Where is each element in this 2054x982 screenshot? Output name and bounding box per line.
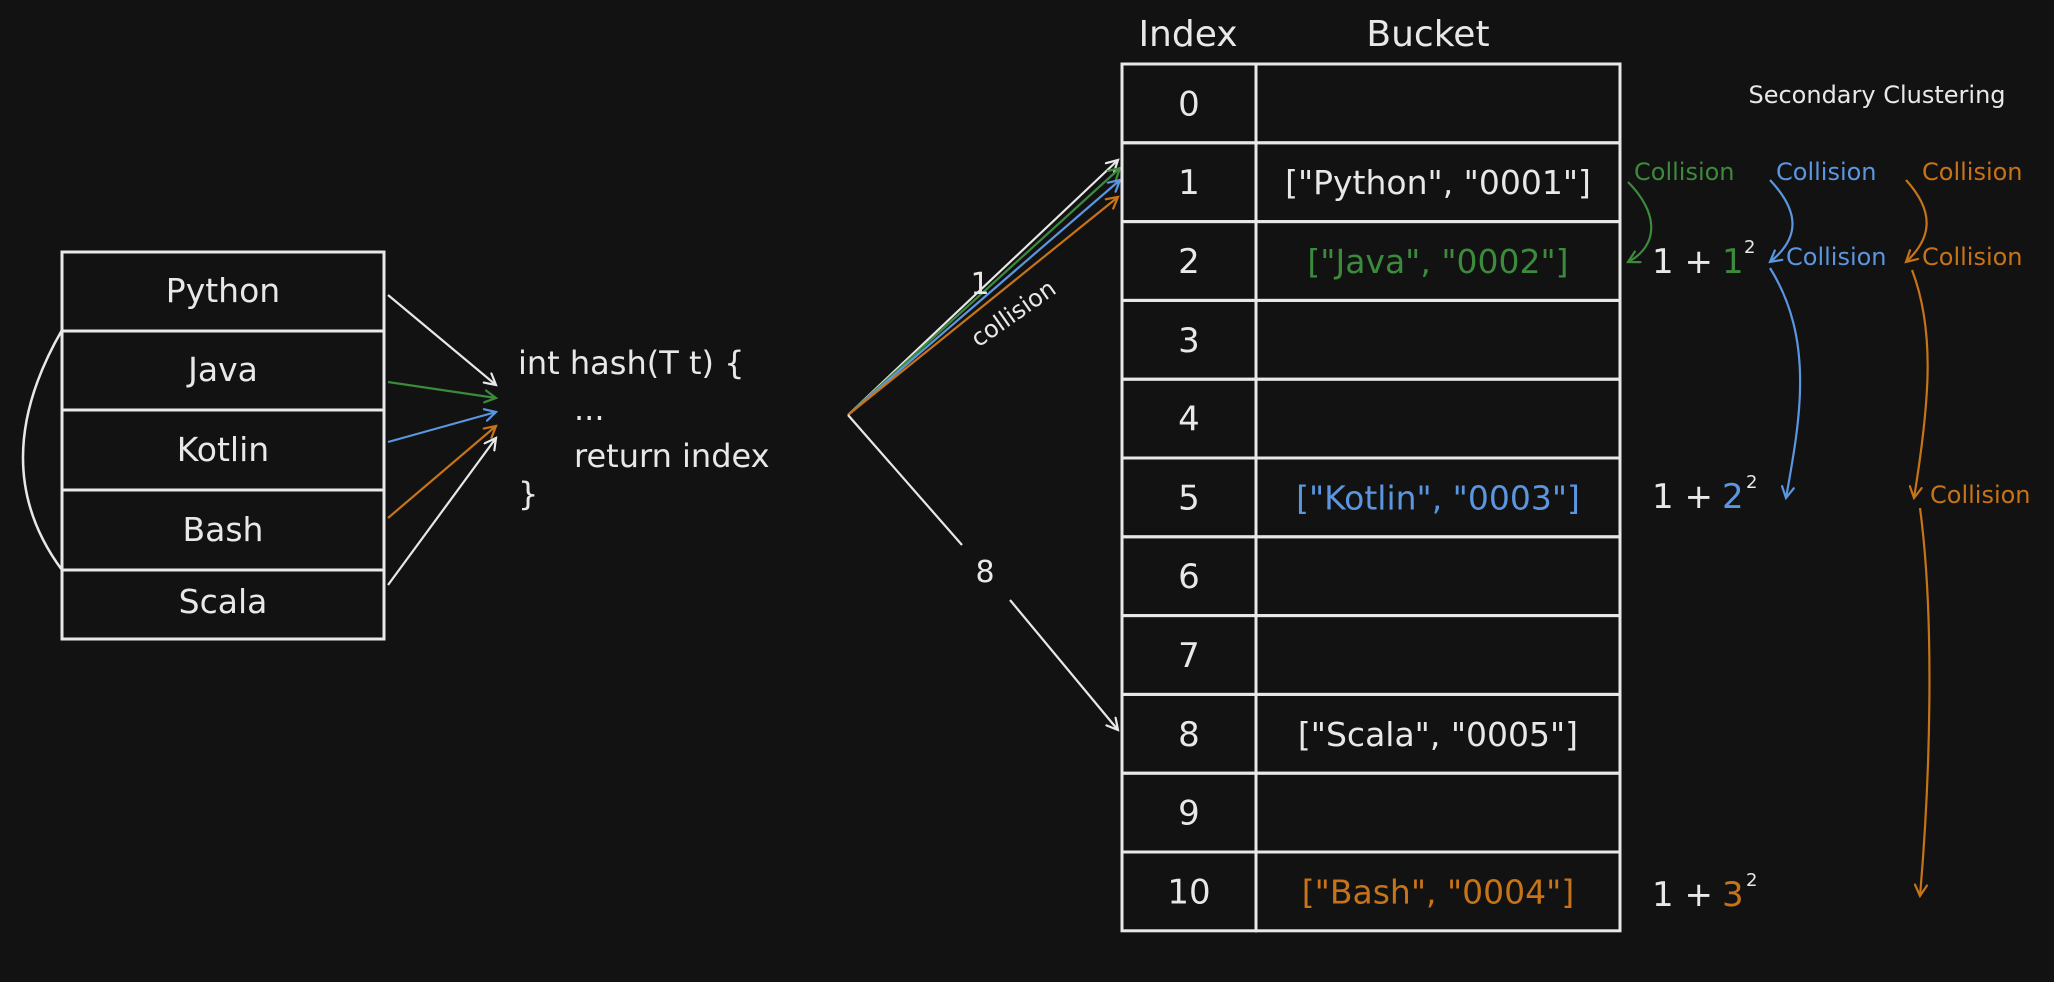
probe-arrow-orange-3 (1920, 507, 1931, 896)
probe-arrow-orange-1 (1906, 179, 1928, 262)
index-label: 10 (1167, 872, 1210, 912)
bucket-cell (1254, 850, 1622, 933)
probe-1-base: 1 + (1652, 242, 1713, 282)
bucket-cell (1254, 377, 1622, 460)
arrow-kotlin-to-hash (387, 412, 496, 444)
arrow-bash-to-hash (387, 426, 496, 519)
probe-formula-3: 1 + 3 2 (1652, 870, 1757, 915)
arrow-label-1: 1 (970, 267, 989, 302)
probe-arrow-blue-1 (1770, 179, 1794, 262)
table-row: 8 ["Scala", "0005"] (1120, 692, 1622, 775)
collision-blue-2: Collision (1786, 243, 1887, 271)
index-label: 3 (1178, 321, 1200, 361)
index-label: 6 (1178, 557, 1200, 597)
probe-arrow-green (1628, 181, 1653, 262)
table-row: 10 ["Bash", "0004"] (1120, 850, 1622, 933)
hash-to-table-arrows: 1 collision 8 (847, 160, 1120, 730)
arrow-python-to-hash (387, 294, 496, 385)
index-label: 9 (1178, 794, 1200, 834)
probe-3-exponent: 2 (1746, 870, 1757, 891)
probe-1-term: 1 (1722, 242, 1744, 282)
table-row: 5 ["Kotlin", "0003"] (1120, 456, 1622, 539)
collision-orange-1: Collision (1922, 158, 2023, 186)
bucket-header: Bucket (1366, 14, 1489, 55)
table-row: 7 (1120, 614, 1622, 696)
probe-2-base: 1 + (1652, 477, 1713, 517)
arrow-java-to-hash (387, 380, 496, 398)
key-scala: Scala (179, 582, 268, 621)
probe-1-exponent: 2 (1744, 237, 1755, 258)
index-label: 5 (1178, 478, 1200, 518)
keys-to-hash-arrows (387, 294, 496, 586)
probe-3-term: 3 (1722, 875, 1744, 915)
keys-grouping-bracket (21, 329, 64, 571)
probe-arrow-orange-2 (1912, 269, 1929, 498)
probe-arrow-blue-2 (1769, 267, 1802, 498)
table-row: 0 (1120, 62, 1622, 145)
arrow-hash-to-index-1 (847, 160, 1118, 416)
probe-formula-2: 1 + 2 2 (1652, 472, 1757, 517)
bucket-value: ["Java", "0002"] (1307, 242, 1568, 281)
hash-ellipsis: ... (574, 390, 605, 428)
bucket-value: ["Python", "0001"] (1285, 163, 1591, 202)
arrow-hash-to-8-part1 (847, 414, 963, 546)
bucket-value: ["Kotlin", "0003"] (1296, 478, 1580, 517)
arrow-hash-green (847, 168, 1120, 416)
arrow-hash-to-8-part2 (1009, 599, 1118, 730)
key-python: Python (166, 271, 280, 310)
keys-list: Python Java Kotlin Bash Scala (21, 250, 386, 641)
bucket-value: ["Scala", "0005"] (1298, 715, 1578, 754)
arrow-label-8: 8 (975, 555, 994, 590)
key-java: Java (186, 350, 258, 389)
collision-blue-1: Collision (1776, 158, 1877, 186)
table-rows: 0 1 ["Python", "0001"] 2 ["Java", "0002"] 3 4 5… (1120, 62, 1622, 933)
bucket-cell (1254, 771, 1622, 854)
table-row: 6 (1120, 535, 1622, 618)
hash-closing-brace: } (518, 475, 538, 513)
index-header: Index (1138, 14, 1237, 55)
index-label: 1 (1178, 163, 1200, 203)
secondary-clustering-title: Secondary Clustering (1748, 81, 2005, 109)
key-bash: Bash (183, 510, 264, 549)
probe-2-exponent: 2 (1746, 472, 1757, 493)
bucket-value: ["Bash", "0004"] (1302, 872, 1574, 911)
table-row: 9 (1120, 771, 1622, 854)
collision-orange-3: Collision (1930, 481, 2031, 509)
hash-function: int hash(T t) { ... return index } (518, 344, 770, 513)
key-kotlin: Kotlin (177, 430, 269, 469)
bucket-cell (1254, 614, 1622, 696)
arrow-scala-to-hash (387, 438, 496, 586)
probe-2-term: 2 (1722, 477, 1744, 517)
arrow-hash-orange (847, 197, 1118, 416)
hash-signature: int hash(T t) { (518, 344, 745, 382)
bucket-cell (1254, 62, 1622, 145)
index-label: 4 (1178, 400, 1200, 440)
probe-3-base: 1 + (1652, 875, 1713, 915)
collision-green: Collision (1634, 158, 1735, 186)
probe-formula-1: 1 + 1 2 (1652, 237, 1755, 282)
index-label: 0 (1178, 84, 1200, 124)
hash-table: Index Bucket 0 1 ["Python", "0001"] 2 ["Java… (1120, 14, 1622, 933)
table-row: 2 ["Java", "0002"] (1120, 220, 1622, 302)
table-row: 4 (1120, 377, 1622, 460)
collision-orange-2: Collision (1922, 243, 2023, 271)
index-label: 7 (1178, 636, 1200, 676)
keys-list-border (60, 250, 386, 641)
index-label: 8 (1178, 715, 1200, 755)
bucket-cell (1254, 298, 1622, 381)
table-row: 1 ["Python", "0001"] (1120, 141, 1622, 224)
bucket-cell (1254, 535, 1622, 618)
probe-annotations: Secondary Clustering Collision Collision… (1628, 81, 2031, 915)
index-label: 2 (1178, 242, 1200, 282)
hash-return: return index (574, 437, 770, 475)
table-row: 3 (1120, 298, 1622, 381)
arrow-hash-blue (847, 180, 1120, 416)
